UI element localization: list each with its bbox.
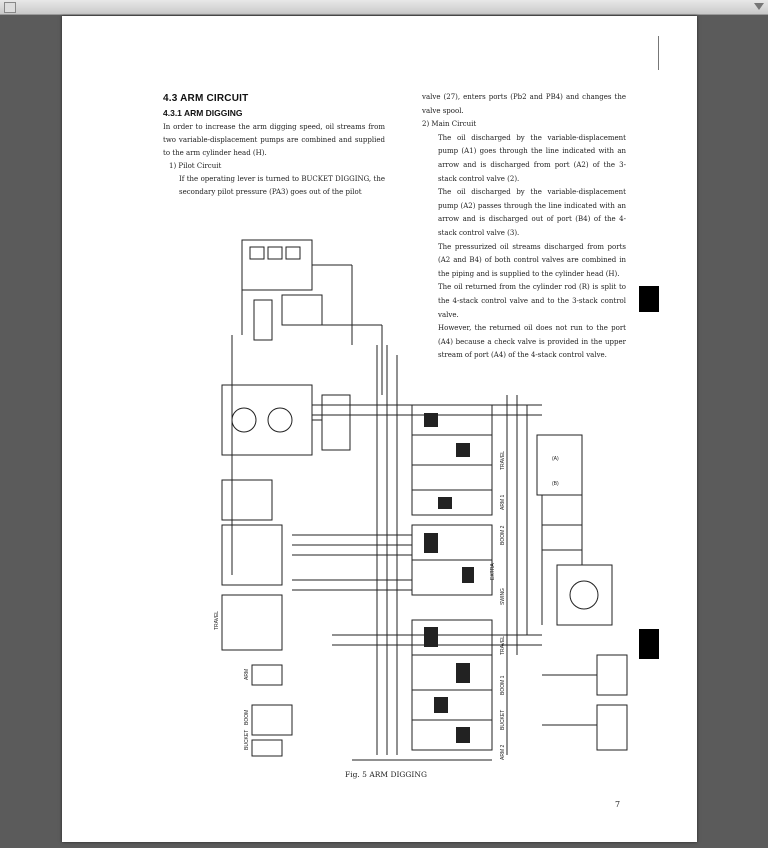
arm-cylinder: [251, 664, 283, 686]
valve-label-boom: BOOM 1: [500, 675, 506, 695]
pump-symbol: [267, 407, 293, 433]
port-label-b: (B): [552, 481, 559, 487]
right-column: valve (27), enters ports (Pb2 and PB4) a…: [422, 91, 626, 363]
subsection-heading: 4.3.1 ARM DIGGING: [163, 108, 243, 118]
main-circuit-para-5: However, the returned oil does not run t…: [438, 324, 626, 360]
main-circuit-para-2: The oil discharged by the variable-displ…: [438, 188, 626, 237]
left-column: 4.3 ARM CIRCUIT 4.3.1 ARM DIGGING In ord…: [163, 92, 385, 199]
travel-motor-block: [221, 594, 283, 651]
section-heading: 4.3 ARM CIRCUIT: [163, 93, 249, 104]
pilot-circuit-text: If the operating lever is turned to BUCK…: [179, 175, 385, 196]
main-circuit-para-4: The oil returned from the cylinder rod (…: [438, 283, 626, 319]
rocker-cylinder: [221, 479, 273, 521]
valve-label-travel: TRAVEL: [500, 451, 506, 470]
main-circuit-label: 2) Main Circuit: [422, 120, 477, 129]
arm-cylinder-head: [536, 434, 583, 496]
document-page: 4.3 ARM CIRCUIT 4.3.1 ARM DIGGING In ord…: [62, 16, 697, 842]
main-pump-assembly: [556, 564, 613, 626]
valve-label-arm: ARM 2: [500, 745, 506, 761]
page-edge-rule: [658, 36, 659, 70]
pump-assembly: [221, 384, 313, 456]
pump-symbol: [231, 407, 257, 433]
bucket-cylinder: [251, 739, 283, 757]
intro-paragraph: In order to increase the arm digging spe…: [163, 123, 385, 157]
cylinder-label-arm: ARM: [244, 669, 250, 680]
page-number: 7: [615, 800, 621, 809]
pilot-circuit-continued: valve (27), enters ports (Pb2 and PB4) a…: [422, 93, 626, 115]
control-valve-4-stack: [411, 619, 493, 751]
pilot-circuit-label: 1) Pilot Circuit: [169, 162, 222, 170]
motor-label-travel: TRAVEL: [214, 611, 220, 630]
section-tab-mark: [639, 286, 659, 312]
cylinder-label-boom: BOOM: [244, 710, 250, 725]
cylinder-label-bucket: BUCKET: [244, 730, 250, 750]
window-grip-icon[interactable]: [4, 2, 16, 13]
valve-label-travel: TRAVEL: [500, 636, 506, 655]
section-tab-mark: [639, 629, 659, 659]
pilot-pump-block: [281, 294, 323, 326]
pilot-filter-block: [596, 654, 628, 696]
valve-label-extra: EXTRA: [490, 563, 496, 580]
hydraulic-circuit-diagram: TRAVEL ARM 1 BOOM 2 EXTRA SWING TRAVEL B…: [214, 239, 628, 761]
port-label-a: (A): [552, 456, 559, 462]
pump-symbol: [569, 580, 599, 610]
boom-cylinder: [251, 704, 293, 736]
valve-label-boom: BOOM 2: [500, 525, 506, 545]
main-circuit-para-1: The oil discharged by the variable-displ…: [438, 133, 626, 183]
reservoir-block: [596, 704, 628, 751]
figure-caption: Fig. 5 ARM DIGGING: [345, 770, 427, 779]
valve-label-swing: SWING: [500, 588, 506, 605]
chevron-down-icon[interactable]: [754, 3, 764, 10]
main-circuit-para-3: The pressurized oil streams discharged f…: [438, 242, 626, 278]
swing-motor-block: [221, 524, 283, 586]
valve-label-arm: ARM 1: [500, 495, 506, 511]
viewer-toolbar: [0, 0, 768, 15]
valve-label-bucket: BUCKET: [500, 710, 506, 730]
